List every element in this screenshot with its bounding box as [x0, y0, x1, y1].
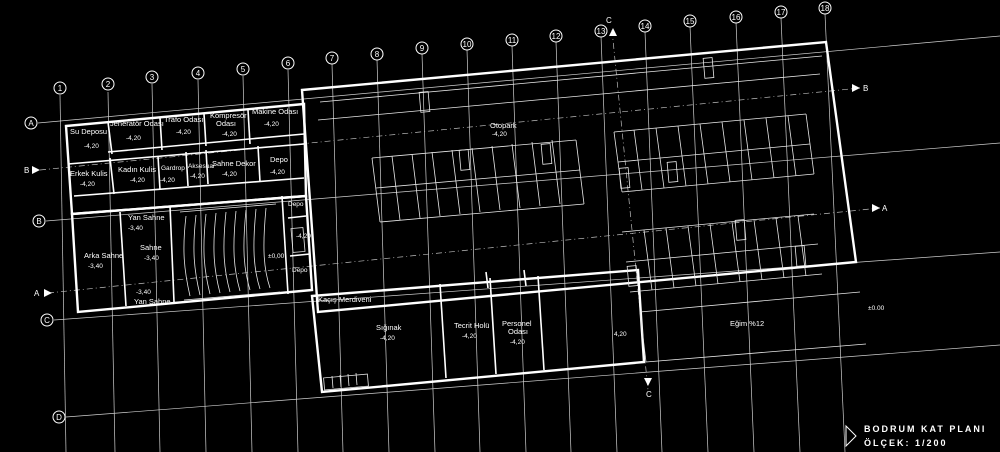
grid-lines-vertical: [59, 13, 846, 452]
room-label-aksesuar: Aksesuar: [188, 163, 216, 170]
svg-text:14: 14: [641, 22, 650, 31]
svg-text:Odası: Odası: [508, 327, 528, 336]
svg-text:-4,20: -4,20: [510, 339, 525, 346]
room-label-sahne: Sahne: [140, 243, 162, 252]
plan-title: BODRUM KAT PLANI: [864, 424, 986, 434]
building-walls: [64, 40, 858, 394]
row-bubbles: A B C D: [24, 116, 66, 424]
room-label-depo-mid: Depo: [288, 201, 304, 208]
svg-text:A: A: [28, 119, 34, 128]
room-label-erkek-kulis: Erkek Kulis: [70, 169, 108, 178]
room-label-otopark: Otopark: [490, 121, 517, 130]
room-label-tecrit: Tecrit Holü: [454, 321, 489, 330]
stairs: [290, 227, 369, 391]
svg-text:11: 11: [508, 36, 517, 45]
svg-text:B: B: [24, 166, 29, 175]
svg-text:-4,20: -4,20: [160, 177, 175, 184]
svg-text:2: 2: [106, 80, 111, 89]
svg-text:4,20: 4,20: [614, 331, 627, 338]
svg-text:17: 17: [777, 8, 786, 17]
svg-text:13: 13: [597, 27, 606, 36]
svg-text:A: A: [34, 289, 40, 298]
room-label-kadin-kulis: Kadın Kulis: [118, 165, 156, 174]
parking-stalls: [317, 55, 823, 293]
room-label-yan-sahne-top: Yan Sahne: [128, 213, 165, 222]
svg-text:-4,20: -4,20: [130, 177, 145, 184]
room-label-siginak: Sığınak: [376, 323, 402, 332]
svg-text:D: D: [56, 413, 62, 422]
svg-text:-4,20: -4,20: [270, 169, 285, 176]
room-label-su-deposu: Su Deposu: [70, 127, 107, 136]
svg-text:-4,20: -4,20: [380, 335, 395, 342]
room-label-kacis: Kaçış Merdiveni: [318, 295, 372, 304]
room-label-egim: Eğim %12: [730, 319, 764, 328]
room-label-jenerator: Jeneratör Odası: [110, 119, 164, 128]
svg-text:5: 5: [241, 65, 246, 74]
room-label-personel: Personel: [502, 319, 532, 328]
svg-text:1: 1: [58, 84, 63, 93]
svg-text:-4,20: -4,20: [222, 131, 237, 138]
room-label-gardrop: Gardrop: [161, 165, 185, 172]
svg-text:-4,20: -4,20: [176, 129, 191, 136]
svg-text:3: 3: [150, 73, 155, 82]
svg-text:B: B: [36, 217, 41, 226]
svg-text:8: 8: [375, 50, 380, 59]
svg-text:-3,40: -3,40: [88, 263, 103, 270]
svg-text:4: 4: [196, 69, 201, 78]
ramp: [639, 291, 867, 363]
svg-text:10: 10: [463, 40, 472, 49]
svg-text:9: 9: [420, 44, 425, 53]
svg-text:15: 15: [686, 17, 695, 26]
svg-text:-4,20: -4,20: [492, 131, 507, 138]
plan-scale: ÖLÇEK: 1/200: [864, 438, 948, 448]
svg-text:A: A: [882, 204, 888, 213]
svg-text:C: C: [606, 16, 612, 25]
section-markers: B B A A C C: [24, 16, 888, 399]
svg-text:Odası: Odası: [216, 119, 236, 128]
svg-text:16: 16: [732, 13, 741, 22]
svg-text:6: 6: [286, 59, 291, 68]
svg-text:-4,20: -4,20: [80, 181, 95, 188]
room-label-trafo: Trafo Odası: [164, 115, 203, 124]
room-labels: Su Deposu -4,20 Jeneratör Odası -4,20 Tr…: [70, 107, 885, 346]
room-label-depo-top: Depo: [270, 155, 288, 164]
auditorium-seating: [179, 203, 281, 301]
column-bubbles: 1 2 3 4 5 6 7 8 9 10 11 12 13 14 15 16 1…: [53, 1, 832, 95]
svg-text:7: 7: [330, 54, 335, 63]
svg-text:18: 18: [821, 4, 830, 13]
svg-text:-4,20: -4,20: [264, 121, 279, 128]
svg-text:B: B: [863, 84, 868, 93]
svg-text:-4,20: -4,20: [462, 333, 477, 340]
svg-text:-3,40: -3,40: [136, 289, 151, 296]
room-label-yan-sahne-bottom: Yan Sahne: [134, 297, 171, 306]
room-label-sahne-dekor: Sahne Dekor: [212, 159, 256, 168]
grid-bubble-1: [53, 81, 67, 95]
svg-text:±0,00: ±0,00: [268, 253, 285, 260]
svg-text:-3,40: -3,40: [128, 225, 143, 232]
svg-text:-4,20: -4,20: [190, 173, 205, 180]
room-label-kompresor: Kompresör: [210, 111, 247, 120]
room-label-arka-sahne: Arka Sahne: [84, 251, 123, 260]
svg-text:±0.00: ±0.00: [868, 305, 885, 312]
svg-text:-4,20: -4,20: [84, 143, 99, 150]
svg-text:C: C: [44, 316, 50, 325]
room-label-depo-low: Depo: [292, 267, 308, 274]
svg-text:-4,20: -4,20: [222, 171, 237, 178]
svg-text:-3,40: -3,40: [144, 255, 159, 262]
svg-text:12: 12: [552, 32, 561, 41]
svg-text:-4,20: -4,20: [126, 135, 141, 142]
room-label-makine: Makine Odası: [252, 107, 298, 116]
svg-text:C: C: [646, 390, 652, 399]
title-block: BODRUM KAT PLANI ÖLÇEK: 1/200: [845, 424, 986, 448]
